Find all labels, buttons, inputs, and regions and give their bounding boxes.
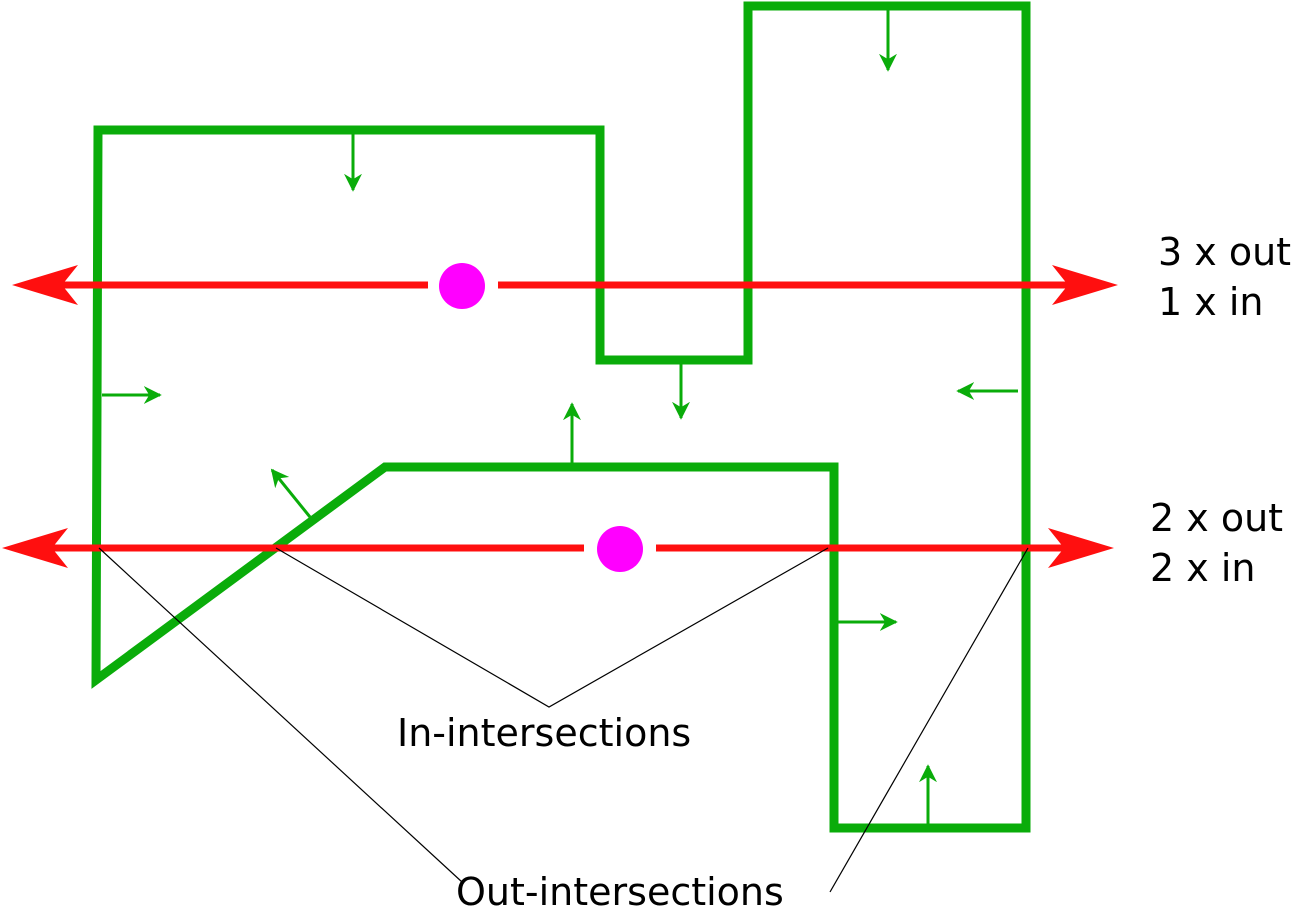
ray-bottom: [2, 526, 1114, 572]
ray-top-count-out: 3 x out: [1158, 230, 1291, 274]
ray-top-left-arrowhead: [12, 265, 78, 305]
ray-top-right-arrowhead: [1052, 265, 1118, 305]
ray-bottom-count-in: 2 x in: [1150, 546, 1255, 590]
leader-lines: [98, 547, 1029, 893]
in-intersections-label: In-intersections: [397, 711, 691, 755]
ray-bottom-left-arrowhead: [2, 528, 68, 568]
out-intersections-label: Out-intersections: [456, 870, 784, 909]
out-intersections-leader-right: [829, 547, 1029, 893]
ray-top-count-in: 1 x in: [1158, 280, 1263, 324]
normal-arrow: [270, 468, 312, 518]
test-point-bottom: [597, 526, 643, 572]
polygon-outline: [91, 1, 1031, 833]
ray-bottom-count-out: 2 x out: [1150, 496, 1283, 540]
ray-bottom-right-arrowhead: [1048, 528, 1114, 568]
ray-top: [12, 263, 1118, 309]
out-intersections-leader-left: [98, 547, 463, 883]
in-intersections-leader: [275, 547, 829, 708]
edge-normal-arrows: [102, 10, 1018, 824]
test-point-top: [439, 263, 485, 309]
